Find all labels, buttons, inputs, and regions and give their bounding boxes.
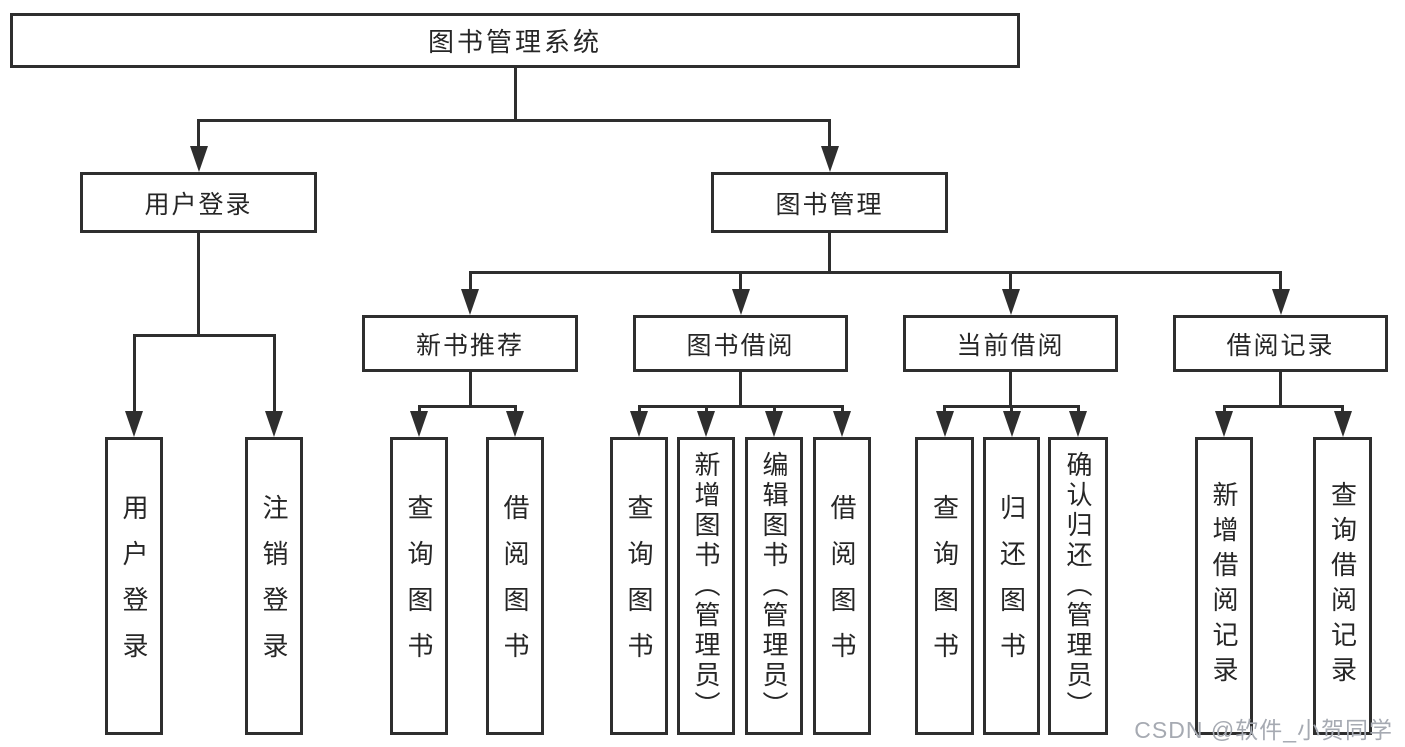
connector-line — [1009, 372, 1012, 406]
arrow-down-icon — [630, 411, 648, 437]
connector-line — [739, 372, 742, 406]
arrow-down-icon — [731, 289, 750, 315]
arrow-down-icon — [935, 411, 954, 437]
node-book-borrow: 图书借阅 — [633, 315, 848, 372]
arrow-down-icon — [125, 411, 143, 437]
node-label: 图书管理系统 — [427, 27, 602, 57]
connector-line — [417, 404, 517, 408]
node-leaf-return-book: 归还图书 — [983, 437, 1040, 735]
connector-line — [828, 233, 831, 272]
node-book-management: 图书管理 — [711, 172, 948, 233]
connector-line — [739, 272, 742, 295]
node-label: 编辑图书（管理员） — [759, 451, 789, 721]
node-label: 用户登录 — [119, 494, 149, 678]
connector-line — [468, 372, 472, 406]
node-leaf-user-login: 用户登录 — [105, 437, 163, 735]
node-label: 查询图书 — [404, 494, 434, 678]
arrow-down-icon — [506, 411, 524, 437]
node-label: 当前借阅 — [956, 331, 1065, 360]
node-label: 借阅记录 — [1226, 331, 1335, 360]
watermark: CSDN @软件_小贺同学 — [1134, 717, 1393, 743]
connector-line — [132, 333, 276, 337]
arrow-down-icon — [265, 411, 283, 437]
node-label: 查询图书 — [929, 494, 960, 678]
connector-line — [197, 233, 200, 335]
node-leaf-query-borrow-record: 查询借阅记录 — [1313, 437, 1372, 735]
node-leaf-logout: 注销登录 — [245, 437, 303, 735]
arrow-down-icon — [189, 146, 208, 172]
node-label: 新增图书（管理员） — [691, 451, 721, 721]
node-label: 注销登录 — [259, 494, 289, 678]
node-label: 查询图书 — [624, 494, 654, 678]
connector-line — [513, 68, 517, 120]
node-label: 确认归还（管理员） — [1063, 451, 1093, 721]
node-leaf-confirm-return: 确认归还（管理员） — [1048, 437, 1108, 735]
node-current-borrow: 当前借阅 — [903, 315, 1118, 372]
connector-line — [197, 120, 200, 152]
node-root: 图书管理系统 — [10, 13, 1020, 68]
node-label: 借阅图书 — [500, 494, 530, 678]
arrow-down-icon — [461, 289, 479, 315]
node-label: 用户登录 — [144, 190, 253, 219]
connector-line — [468, 272, 472, 295]
connector-line — [132, 335, 136, 417]
arrow-down-icon — [1271, 289, 1290, 315]
node-label: 新书推荐 — [415, 331, 524, 360]
arrow-down-icon — [1333, 411, 1352, 437]
node-leaf-add-borrow-record: 新增借阅记录 — [1195, 437, 1253, 735]
node-label: 查询借阅记录 — [1327, 481, 1358, 691]
arrow-down-icon — [697, 411, 715, 437]
node-label: 借阅图书 — [827, 494, 857, 678]
node-label: 图书借阅 — [686, 331, 795, 360]
connector-line — [1009, 272, 1012, 295]
node-leaf-edit-book: 编辑图书（管理员） — [745, 437, 803, 735]
connector-line — [468, 270, 1282, 274]
node-new-book-recommend: 新书推荐 — [362, 315, 578, 372]
node-leaf-borrow-books-2: 借阅图书 — [813, 437, 871, 735]
connector-line — [1279, 272, 1282, 295]
arrow-down-icon — [410, 411, 428, 437]
connector-line — [197, 118, 831, 122]
arrow-down-icon — [1069, 411, 1087, 437]
arrow-down-icon — [1001, 289, 1020, 315]
node-user-login: 用户登录 — [80, 172, 317, 233]
arrow-down-icon — [1002, 411, 1021, 437]
connector-line — [828, 120, 831, 152]
node-leaf-borrow-books-1: 借阅图书 — [486, 437, 544, 735]
node-label: 新增借阅记录 — [1209, 481, 1239, 691]
arrow-down-icon — [833, 411, 851, 437]
arrow-down-icon — [765, 411, 783, 437]
node-borrow-records: 借阅记录 — [1173, 315, 1388, 372]
node-leaf-add-book: 新增图书（管理员） — [677, 437, 735, 735]
node-label: 图书管理 — [775, 190, 884, 219]
node-label: 归还图书 — [996, 494, 1027, 678]
node-leaf-query-books-3: 查询图书 — [915, 437, 974, 735]
arrow-down-icon — [1215, 411, 1233, 437]
connector-line — [272, 335, 276, 417]
connector-line — [637, 404, 844, 408]
arrow-down-icon — [820, 146, 839, 172]
connector-line — [1279, 372, 1282, 406]
node-leaf-query-books-2: 查询图书 — [610, 437, 668, 735]
node-leaf-query-books-1: 查询图书 — [390, 437, 448, 735]
connector-line — [1222, 404, 1344, 408]
